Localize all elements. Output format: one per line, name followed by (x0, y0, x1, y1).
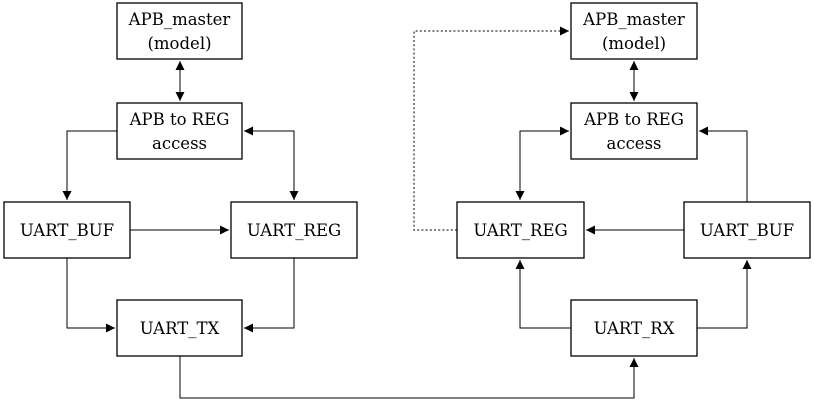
tx-to-rx-serial-arrow (179, 356, 639, 399)
left-reg-to-tx-arrow (244, 258, 295, 333)
left-apb-reg-box: APB to REG access (116, 102, 243, 160)
right-uart-rx-label: UART_RX (594, 319, 675, 338)
left-uart-buf-label: UART_BUF (20, 221, 114, 240)
left-uart-reg-label: UART_REG (247, 221, 341, 240)
left-uart-tx-label: UART_TX (140, 319, 220, 338)
right-uart-rx-box: UART_RX (570, 299, 698, 357)
left-uart-reg-box: UART_REG (230, 201, 358, 259)
left-apb-master-label: APB_master (128, 10, 231, 29)
right-uart-reg-label: UART_REG (473, 221, 567, 240)
right-buf-to-apb-arrow (699, 126, 748, 202)
left-apb-reg-sublabel: access (152, 134, 207, 153)
right-apb-master-sublabel: (model) (602, 34, 666, 53)
right-reg-apb-bidir-arrow (515, 126, 569, 200)
right-uart-buf-label: UART_BUF (700, 221, 794, 240)
left-buf-to-tx-arrow (66, 258, 115, 333)
right-apb-master-label: APB_master (582, 10, 685, 29)
right-apb-master-box: APB_master (model) (570, 2, 698, 60)
left-apb-to-buf-arrow (62, 130, 117, 200)
left-apb-master-sublabel: (model) (147, 34, 211, 53)
right-uart-buf-box: UART_BUF (683, 201, 811, 259)
left-apb-reg-label: APB to REG (129, 110, 230, 129)
left-uart-tx-box: UART_TX (116, 299, 243, 357)
left-apb-reg-bidir-arrow (244, 126, 299, 200)
right-apb-reg-box: APB to REG access (570, 102, 698, 160)
right-uart-reg-box: UART_REG (456, 201, 585, 259)
right-rx-to-reg-arrow (515, 260, 571, 329)
right-apb-reg-sublabel: access (606, 134, 661, 153)
right-apb-reg-label: APB to REG (583, 110, 684, 129)
right-reg-to-master-dotted-arrow (413, 26, 569, 231)
left-uart-buf-box: UART_BUF (3, 201, 131, 259)
left-apb-master-box: APB_master (model) (116, 2, 243, 60)
right-rx-to-buf-arrow (697, 260, 752, 329)
